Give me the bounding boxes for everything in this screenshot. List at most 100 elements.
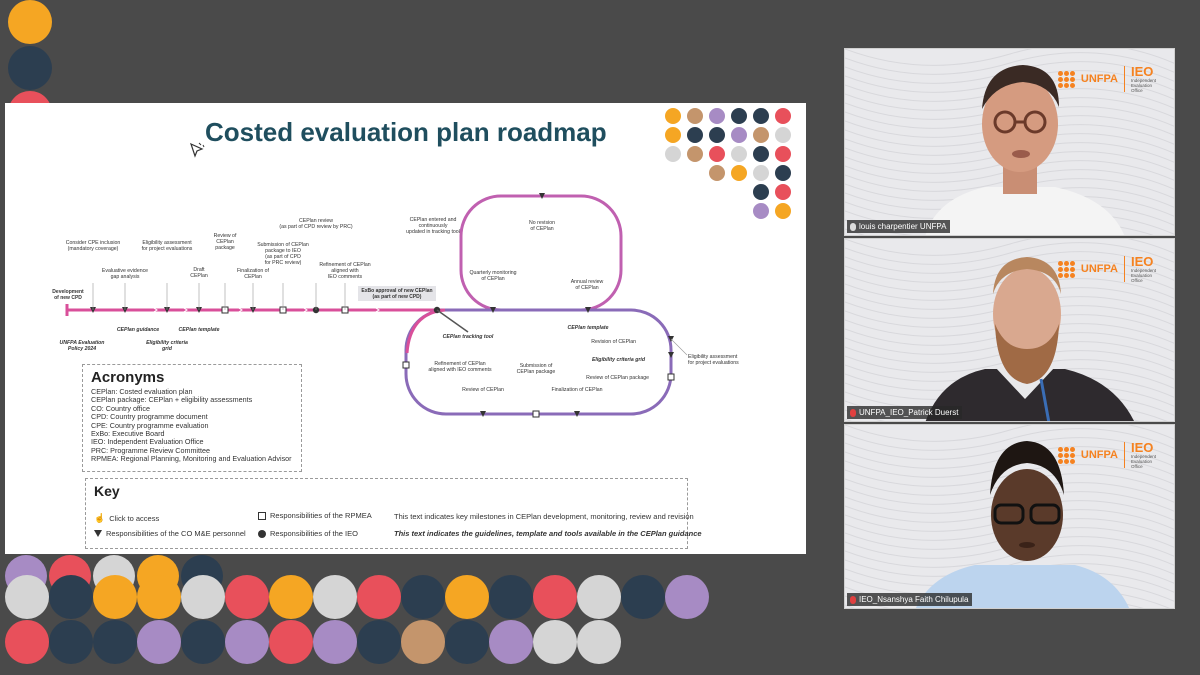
key-ieo: Responsibilities of the IEO: [258, 529, 358, 538]
key-co-label: Responsibilities of the CO M&E personnel: [106, 529, 246, 538]
decor-dot: [731, 127, 747, 143]
acronym-item: CEPlan: Costed evaluation plan: [91, 387, 193, 396]
decor-dot: [93, 575, 137, 619]
acronym-item: CO: Country office: [91, 403, 150, 413]
key-rpmea: Responsibilities of the RPMEA: [258, 511, 372, 520]
ieo-logo-subtitle: Independent Evaluation Office: [1130, 78, 1156, 93]
decor-dot: [665, 127, 681, 143]
roadmap-label: Finalization of CEPlan: [551, 387, 602, 393]
decor-dot: [775, 203, 791, 219]
key-guidance: This text indicates the guidelines, temp…: [394, 529, 702, 538]
decor-dot: [665, 108, 681, 124]
decor-dot: [577, 620, 621, 664]
decor-dot: [181, 620, 225, 664]
decor-dot: [731, 165, 747, 181]
decor-dot: [533, 575, 577, 619]
roadmap-label: ExBo approval of new CEPlan(as part of n…: [361, 288, 432, 300]
loop-join: [405, 308, 446, 354]
decor-dot: [445, 575, 489, 619]
decor-dot: [269, 575, 313, 619]
unfpa-ieo-logo: UNFPA IEO Independent Evaluation Office: [1057, 441, 1156, 469]
pointer-cursor-icon: [189, 142, 205, 158]
acronym-item: CPD: Country programme document: [91, 412, 208, 422]
decor-dot: [753, 184, 769, 200]
decor-dot: [137, 575, 181, 619]
exbo-highlight: [358, 286, 436, 301]
acronym-item: RPMEA: Regional Planning, Monitoring and…: [91, 454, 292, 464]
decor-dot: [5, 575, 49, 619]
decor-dot: [489, 575, 533, 619]
decor-dot: [775, 184, 791, 200]
roadmap-label: CEPlan template: [179, 327, 220, 333]
video-tile[interactable]: UNFPA IEO Independent Evaluation Office …: [844, 238, 1175, 422]
decor-dot: [445, 620, 489, 664]
acronym-item: IEO: Independent Evaluation Office: [91, 437, 204, 447]
flow-arrow: [151, 306, 158, 314]
roadmap-label: CEPlan review(as part of CPD review by P…: [279, 218, 352, 230]
co-marker: [539, 193, 545, 199]
decor-dot: [775, 127, 791, 143]
decor-dot: [313, 620, 357, 664]
mic-muted-icon: [850, 408, 856, 417]
video-tile[interactable]: UNFPA IEO Independent Evaluation Office …: [844, 424, 1175, 609]
participant-name: louis charpentier UNFPA: [859, 222, 947, 231]
decor-dot: [621, 575, 665, 619]
video-tile[interactable]: UNFPA IEO Independent Evaluation Office …: [844, 48, 1175, 236]
decor-dot: [753, 127, 769, 143]
unfpa-logo-icon: [1057, 260, 1075, 278]
unfpa-logo-icon: [1057, 446, 1075, 464]
rpmea-marker: [667, 373, 675, 381]
decor-dot: [269, 620, 313, 664]
participant-video: [925, 257, 1134, 421]
flow-arrow: [236, 306, 243, 314]
square-icon: [258, 511, 266, 520]
roadmap-label: CEPlan template: [568, 325, 609, 331]
decor-dot: [401, 620, 445, 664]
decor-dot: [709, 165, 725, 181]
decor-dot: [709, 146, 725, 162]
key-click-label: Click to access: [109, 514, 160, 523]
decor-dot: [709, 127, 725, 143]
flow-arrow: [181, 306, 188, 314]
key-milestones-label: This text indicates key milestones in CE…: [394, 512, 694, 521]
participant-name: IEO_Nsanshya Faith Chilupula: [859, 595, 969, 604]
decor-dot: [489, 620, 533, 664]
decor-dot: [577, 575, 621, 619]
decor-dot: [357, 620, 401, 664]
unfpa-ieo-logo: UNFPA IEO Independent Evaluation Office: [1057, 255, 1156, 283]
acronym-item: CPE: Country programme evaluation: [91, 420, 209, 430]
participant-name-tag: louis charpentier UNFPA: [847, 220, 951, 233]
flow-arrow: [373, 306, 380, 314]
co-marker: [574, 411, 580, 417]
decor-dot: [5, 620, 49, 664]
tracking-connector: [436, 309, 469, 333]
slide-title: Costed evaluation plan roadmap: [205, 117, 607, 147]
key-co: Responsibilities of the CO M&E personnel: [94, 529, 246, 538]
key-box: Key ☝ Click to access Responsibilities o…: [85, 478, 702, 549]
acronym-item: ExBo: Executive Board: [91, 429, 165, 439]
decor-dot: [775, 108, 791, 124]
decor-dot: [665, 575, 709, 619]
decor-dot: [225, 575, 269, 619]
decor-dot: [49, 620, 93, 664]
decor-dot: [753, 203, 769, 219]
decor-dot: [731, 108, 747, 124]
key-guidance-label: This text indicates the guidelines, temp…: [394, 529, 702, 538]
roadmap-label: Revision of CEPlan: [591, 339, 636, 345]
mic-muted-icon: [850, 222, 856, 231]
unfpa-ieo-logo: UNFPA IEO Independent Evaluation Office: [1057, 65, 1156, 93]
roadmap-label: CEPlan guidance: [117, 327, 159, 333]
decor-dot: [665, 146, 681, 162]
co-marker: [490, 307, 496, 313]
